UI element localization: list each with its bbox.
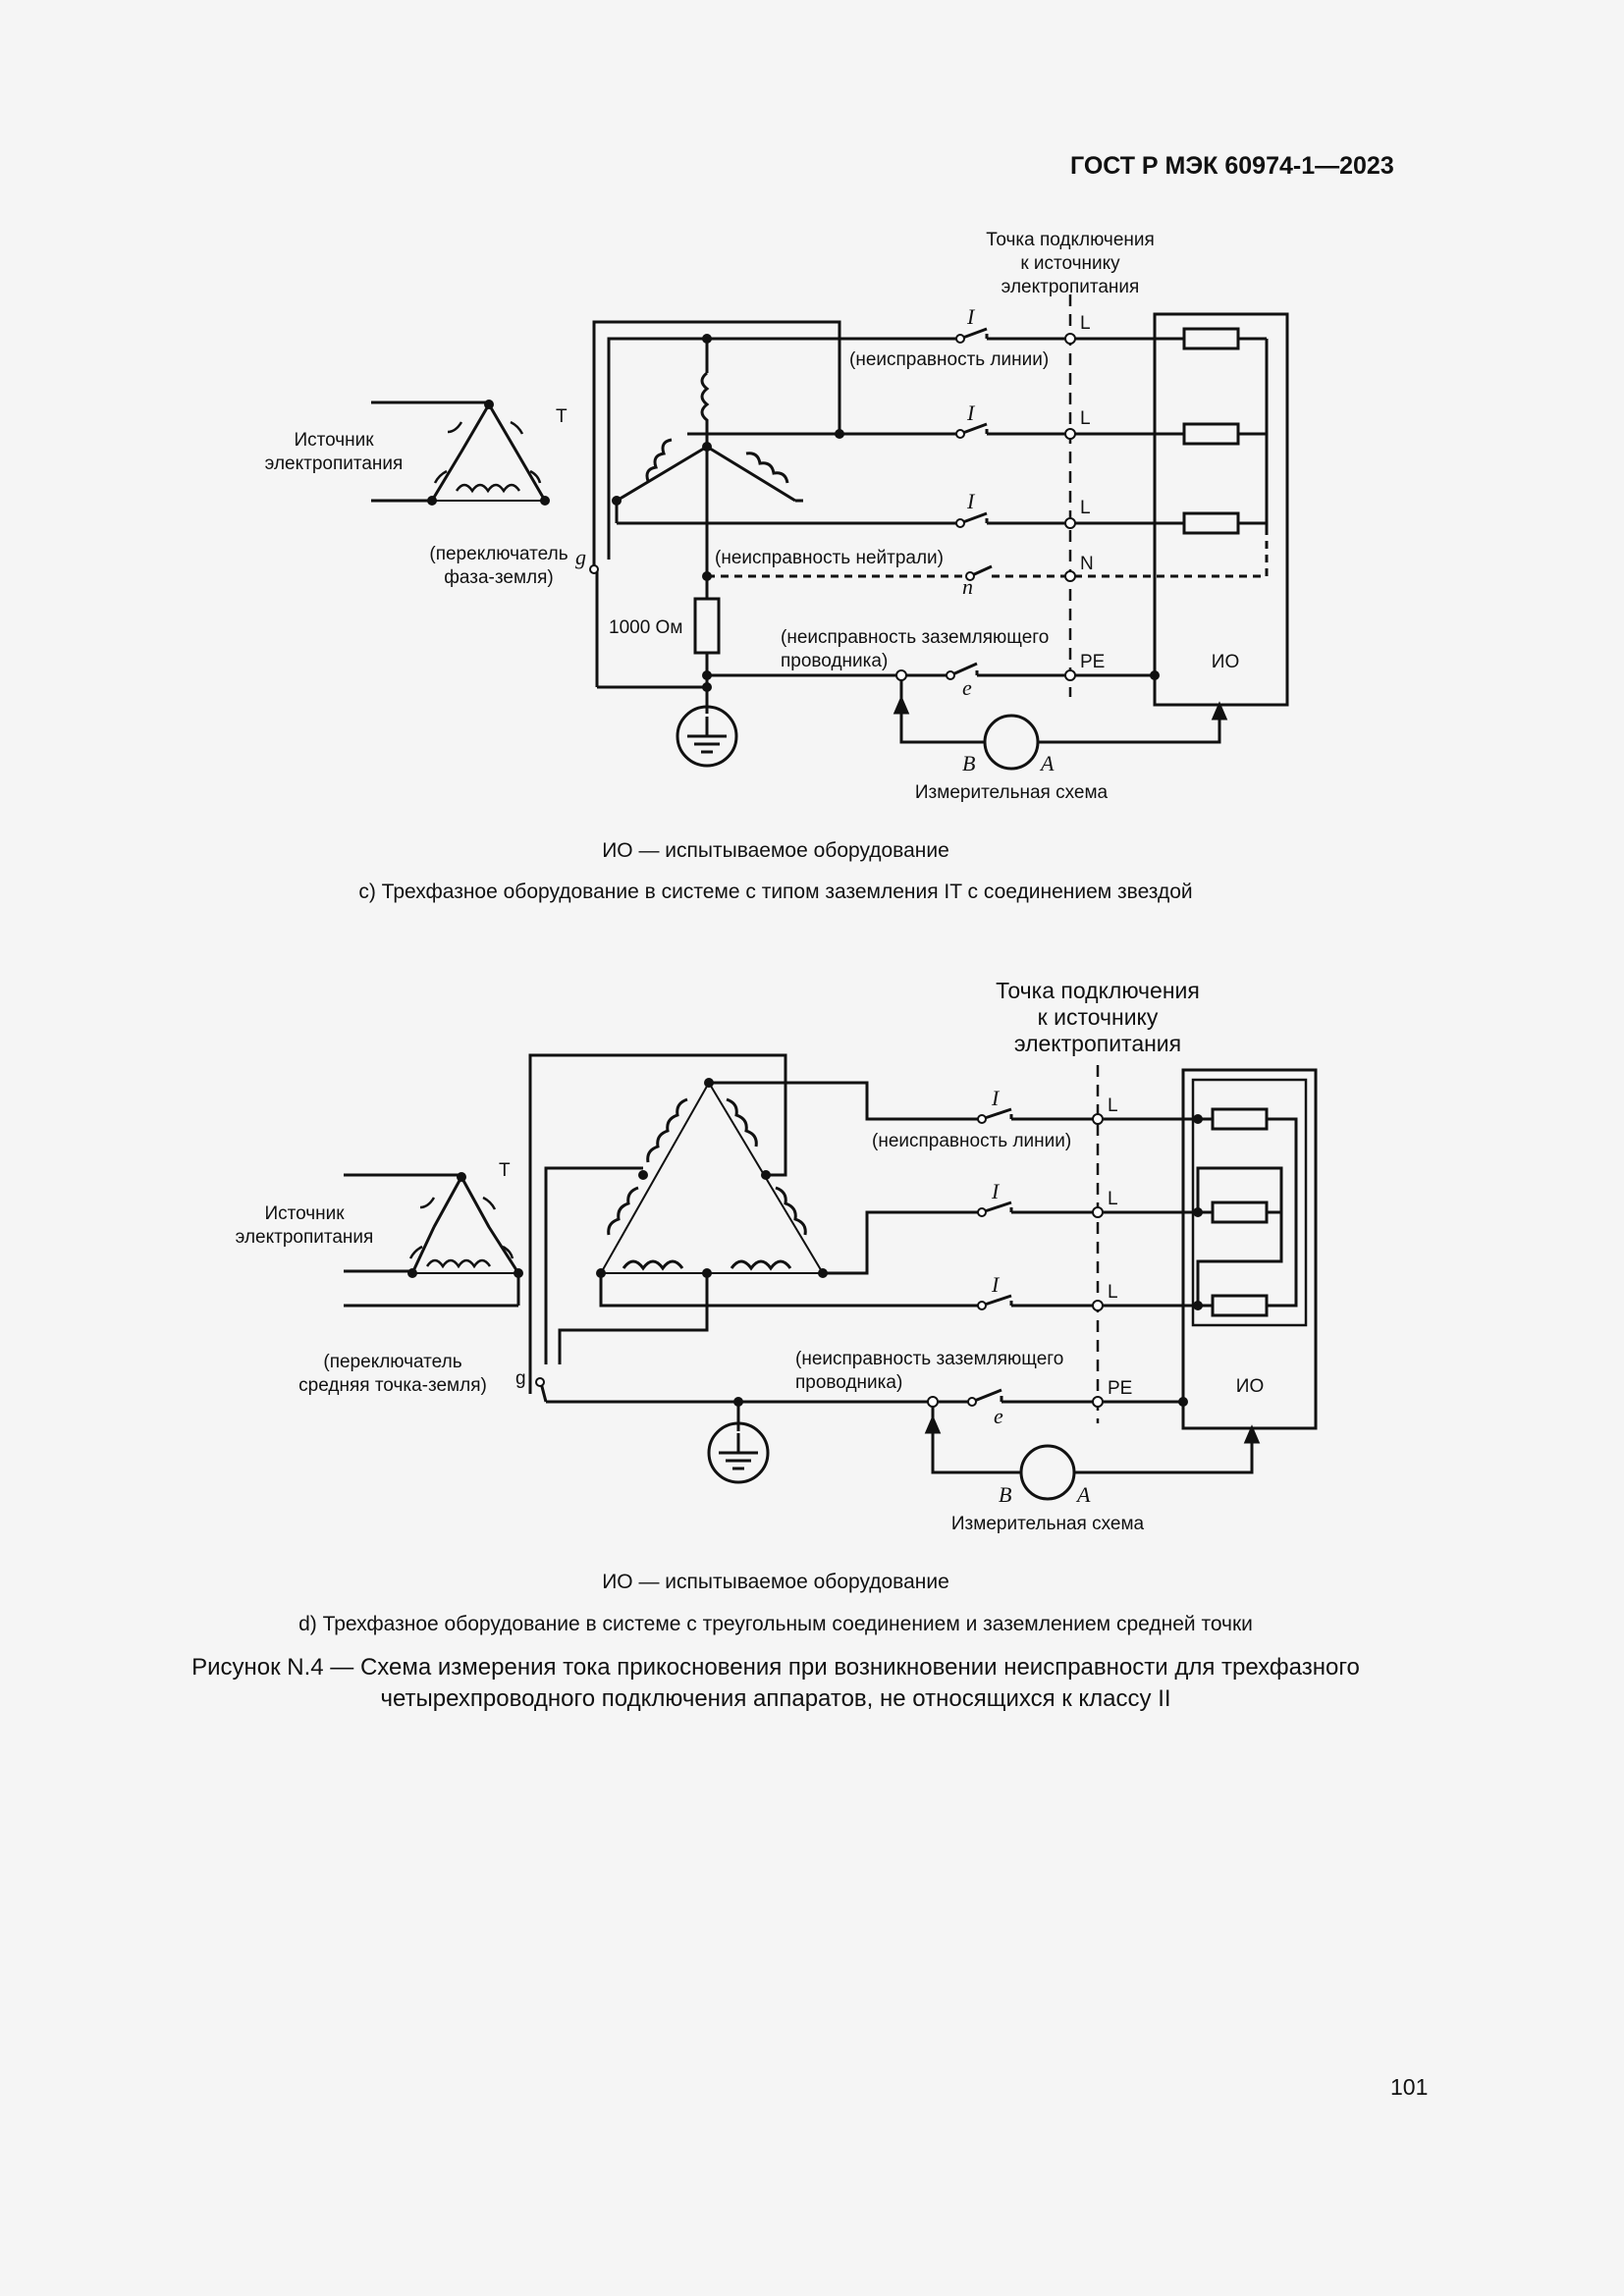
- line-L2-label-d: L: [1108, 1189, 1118, 1209]
- transformer-label-d: T: [499, 1160, 511, 1181]
- meas-B-label: B: [962, 751, 975, 775]
- transformer-label: T: [556, 406, 568, 427]
- source-label-1: Источник: [294, 430, 374, 451]
- connection-point-label-3: электропитания: [1001, 277, 1140, 297]
- line-switches-d: [981, 1107, 1013, 1308]
- measuring-device-c: [983, 714, 1040, 771]
- switch-e-label-d: e: [994, 1404, 1003, 1428]
- neutral-fault-label: (неисправность нейтрали): [715, 548, 944, 568]
- measuring-circuit-label-d: Измерительная схема: [951, 1514, 1145, 1534]
- earth-fault-label-d2: проводника): [795, 1372, 902, 1393]
- pe-label: PE: [1080, 652, 1105, 672]
- source-label-2: электропитания: [265, 454, 404, 474]
- line-fault-label: (неисправность линии): [849, 349, 1049, 370]
- switch-label-1: (переключатель: [429, 544, 568, 564]
- neutral-N-label: N: [1080, 554, 1094, 574]
- switch-g-label: g: [575, 545, 586, 569]
- caption-d: d) Трехфазное оборудование в системе с т…: [298, 1613, 1253, 1635]
- circuit-diagram-c: Точка подключения к источнику электропит…: [265, 230, 1289, 803]
- line-L3-label: L: [1080, 498, 1091, 518]
- switch-I-label-d3: I: [991, 1272, 1001, 1297]
- pe-label-d: PE: [1108, 1378, 1132, 1399]
- source-transformer-coil: [430, 403, 547, 502]
- switch-g-label-d: g: [515, 1368, 526, 1389]
- line-L2-label: L: [1080, 408, 1091, 429]
- connection-point-label-d3: электропитания: [1014, 1031, 1181, 1056]
- switch-label-2: фаза-земля): [444, 567, 553, 588]
- meas-A-label: A: [1039, 751, 1055, 775]
- line-fault-label-d: (неисправность линии): [872, 1131, 1071, 1151]
- source-label-d2: электропитания: [236, 1227, 374, 1248]
- circuit-diagram-d: Точка подключения к источнику электропит…: [236, 978, 1318, 1534]
- switch-e-label: e: [962, 675, 972, 700]
- switch-label-d2: средняя точка-земля): [298, 1375, 487, 1396]
- line-L1-label: L: [1080, 313, 1091, 334]
- line-L3-label-d: L: [1108, 1282, 1118, 1303]
- figure-title-line-1: Рисунок N.4 — Схема измерения тока прико…: [191, 1654, 1360, 1681]
- connection-point-label-d1: Точка подключения: [996, 978, 1200, 1003]
- caption-c: с) Трехфазное оборудование в системе с т…: [358, 881, 1193, 903]
- source-label-d1: Источник: [264, 1203, 345, 1224]
- earth-fault-label-2: проводника): [781, 651, 888, 671]
- legend-d: ИО — испытываемое оборудование: [602, 1571, 949, 1593]
- switch-I-label-1: I: [966, 304, 976, 329]
- legend-c: ИО — испытываемое оборудование: [602, 839, 949, 862]
- connection-point-label-2: к источнику: [1020, 253, 1120, 274]
- switch-n-label: n: [962, 574, 973, 599]
- meas-B-label-d: B: [999, 1482, 1011, 1507]
- switch-I-label-d1: I: [991, 1086, 1001, 1110]
- line-L1-label-d: L: [1108, 1095, 1118, 1116]
- source-transformer-coil-d: [408, 1176, 520, 1274]
- resistor-label: 1000 Ом: [609, 617, 682, 638]
- measuring-device-d: [1019, 1444, 1076, 1501]
- switch-label-d1: (переключатель: [323, 1352, 461, 1372]
- switch-I-label-2: I: [966, 400, 976, 425]
- document-header: ГОСТ Р МЭК 60974-1—2023: [1070, 152, 1394, 180]
- switch-I-label-3: I: [966, 489, 976, 513]
- switch-I-label-d2: I: [991, 1179, 1001, 1203]
- earth-fault-label-1: (неисправность заземляющего: [781, 627, 1049, 648]
- measuring-circuit-label: Измерительная схема: [915, 782, 1109, 803]
- equipment-under-test-box-d: [1181, 1068, 1318, 1430]
- connection-point-label-d2: к источнику: [1038, 1004, 1159, 1030]
- meas-A-label-d: A: [1075, 1482, 1091, 1507]
- earth-fault-label-d1: (неисправность заземляющего: [795, 1349, 1063, 1369]
- page-number: 101: [1390, 2074, 1429, 2100]
- figure-title: Рисунок N.4 — Схема измерения тока прико…: [0, 1652, 1551, 1715]
- io-label: ИО: [1212, 652, 1239, 672]
- figure-title-line-2: четырехпроводного подключения аппаратов,…: [380, 1685, 1171, 1712]
- io-label-d: ИО: [1236, 1376, 1264, 1397]
- connection-point-label-1: Точка подключения: [986, 230, 1155, 250]
